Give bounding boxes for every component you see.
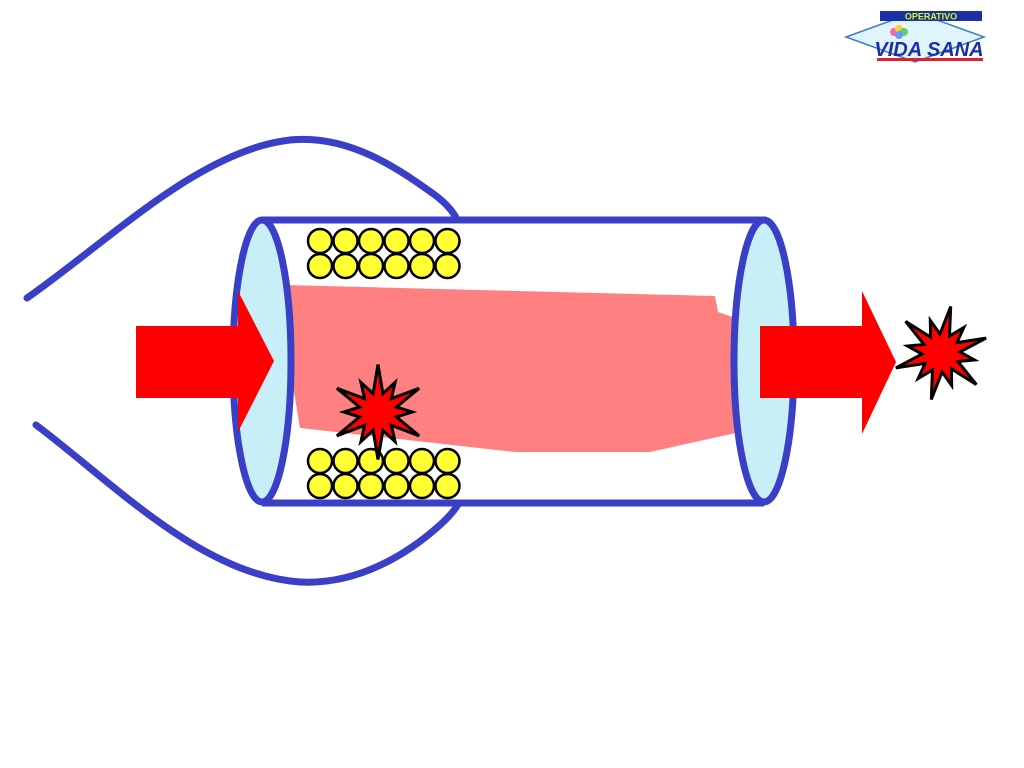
yellow-particle — [306, 472, 334, 500]
vida-sana-logo: OPERATIVO VIDA SANA — [843, 11, 987, 63]
yellow-particle — [306, 227, 334, 255]
logo-underline — [877, 58, 983, 61]
yellow-particle — [383, 227, 410, 255]
yellow-particle — [434, 447, 461, 475]
inlet-arrow — [136, 291, 274, 432]
funnel-top-curve — [23, 135, 462, 302]
logo-banner-text: OPERATIVO — [905, 12, 957, 22]
flow-funnel — [23, 135, 464, 586]
logo-banner — [880, 11, 982, 21]
yellow-particle — [408, 447, 436, 475]
yellow-particle — [332, 252, 359, 280]
yellow-particle — [306, 252, 334, 280]
yellow-particle — [383, 447, 410, 475]
funnel-bottom-curve — [32, 421, 464, 586]
yellow-particle — [434, 252, 461, 280]
yellow-particle — [332, 447, 359, 475]
yellow-particle-bed-top — [306, 227, 461, 280]
logo-flower-icon — [890, 25, 908, 39]
logo-brand-text: VIDA SANA — [874, 39, 983, 61]
burst-outside — [895, 305, 987, 401]
yellow-particle — [332, 227, 359, 255]
outlet-arrow — [760, 291, 896, 434]
yellow-particle — [357, 472, 385, 500]
yellow-particle — [434, 227, 461, 255]
yellow-particle — [408, 252, 436, 280]
burst-inside — [335, 364, 421, 460]
yellow-particle-bed-bottom — [306, 447, 461, 500]
yellow-particle — [383, 472, 410, 500]
yellow-particle — [434, 472, 461, 500]
yellow-particle — [408, 472, 436, 500]
yellow-particle — [306, 447, 334, 475]
yellow-particle — [357, 252, 385, 280]
yellow-particle — [357, 227, 385, 255]
yellow-particle — [383, 252, 410, 280]
yellow-particle — [332, 472, 359, 500]
yellow-particle — [408, 227, 436, 255]
